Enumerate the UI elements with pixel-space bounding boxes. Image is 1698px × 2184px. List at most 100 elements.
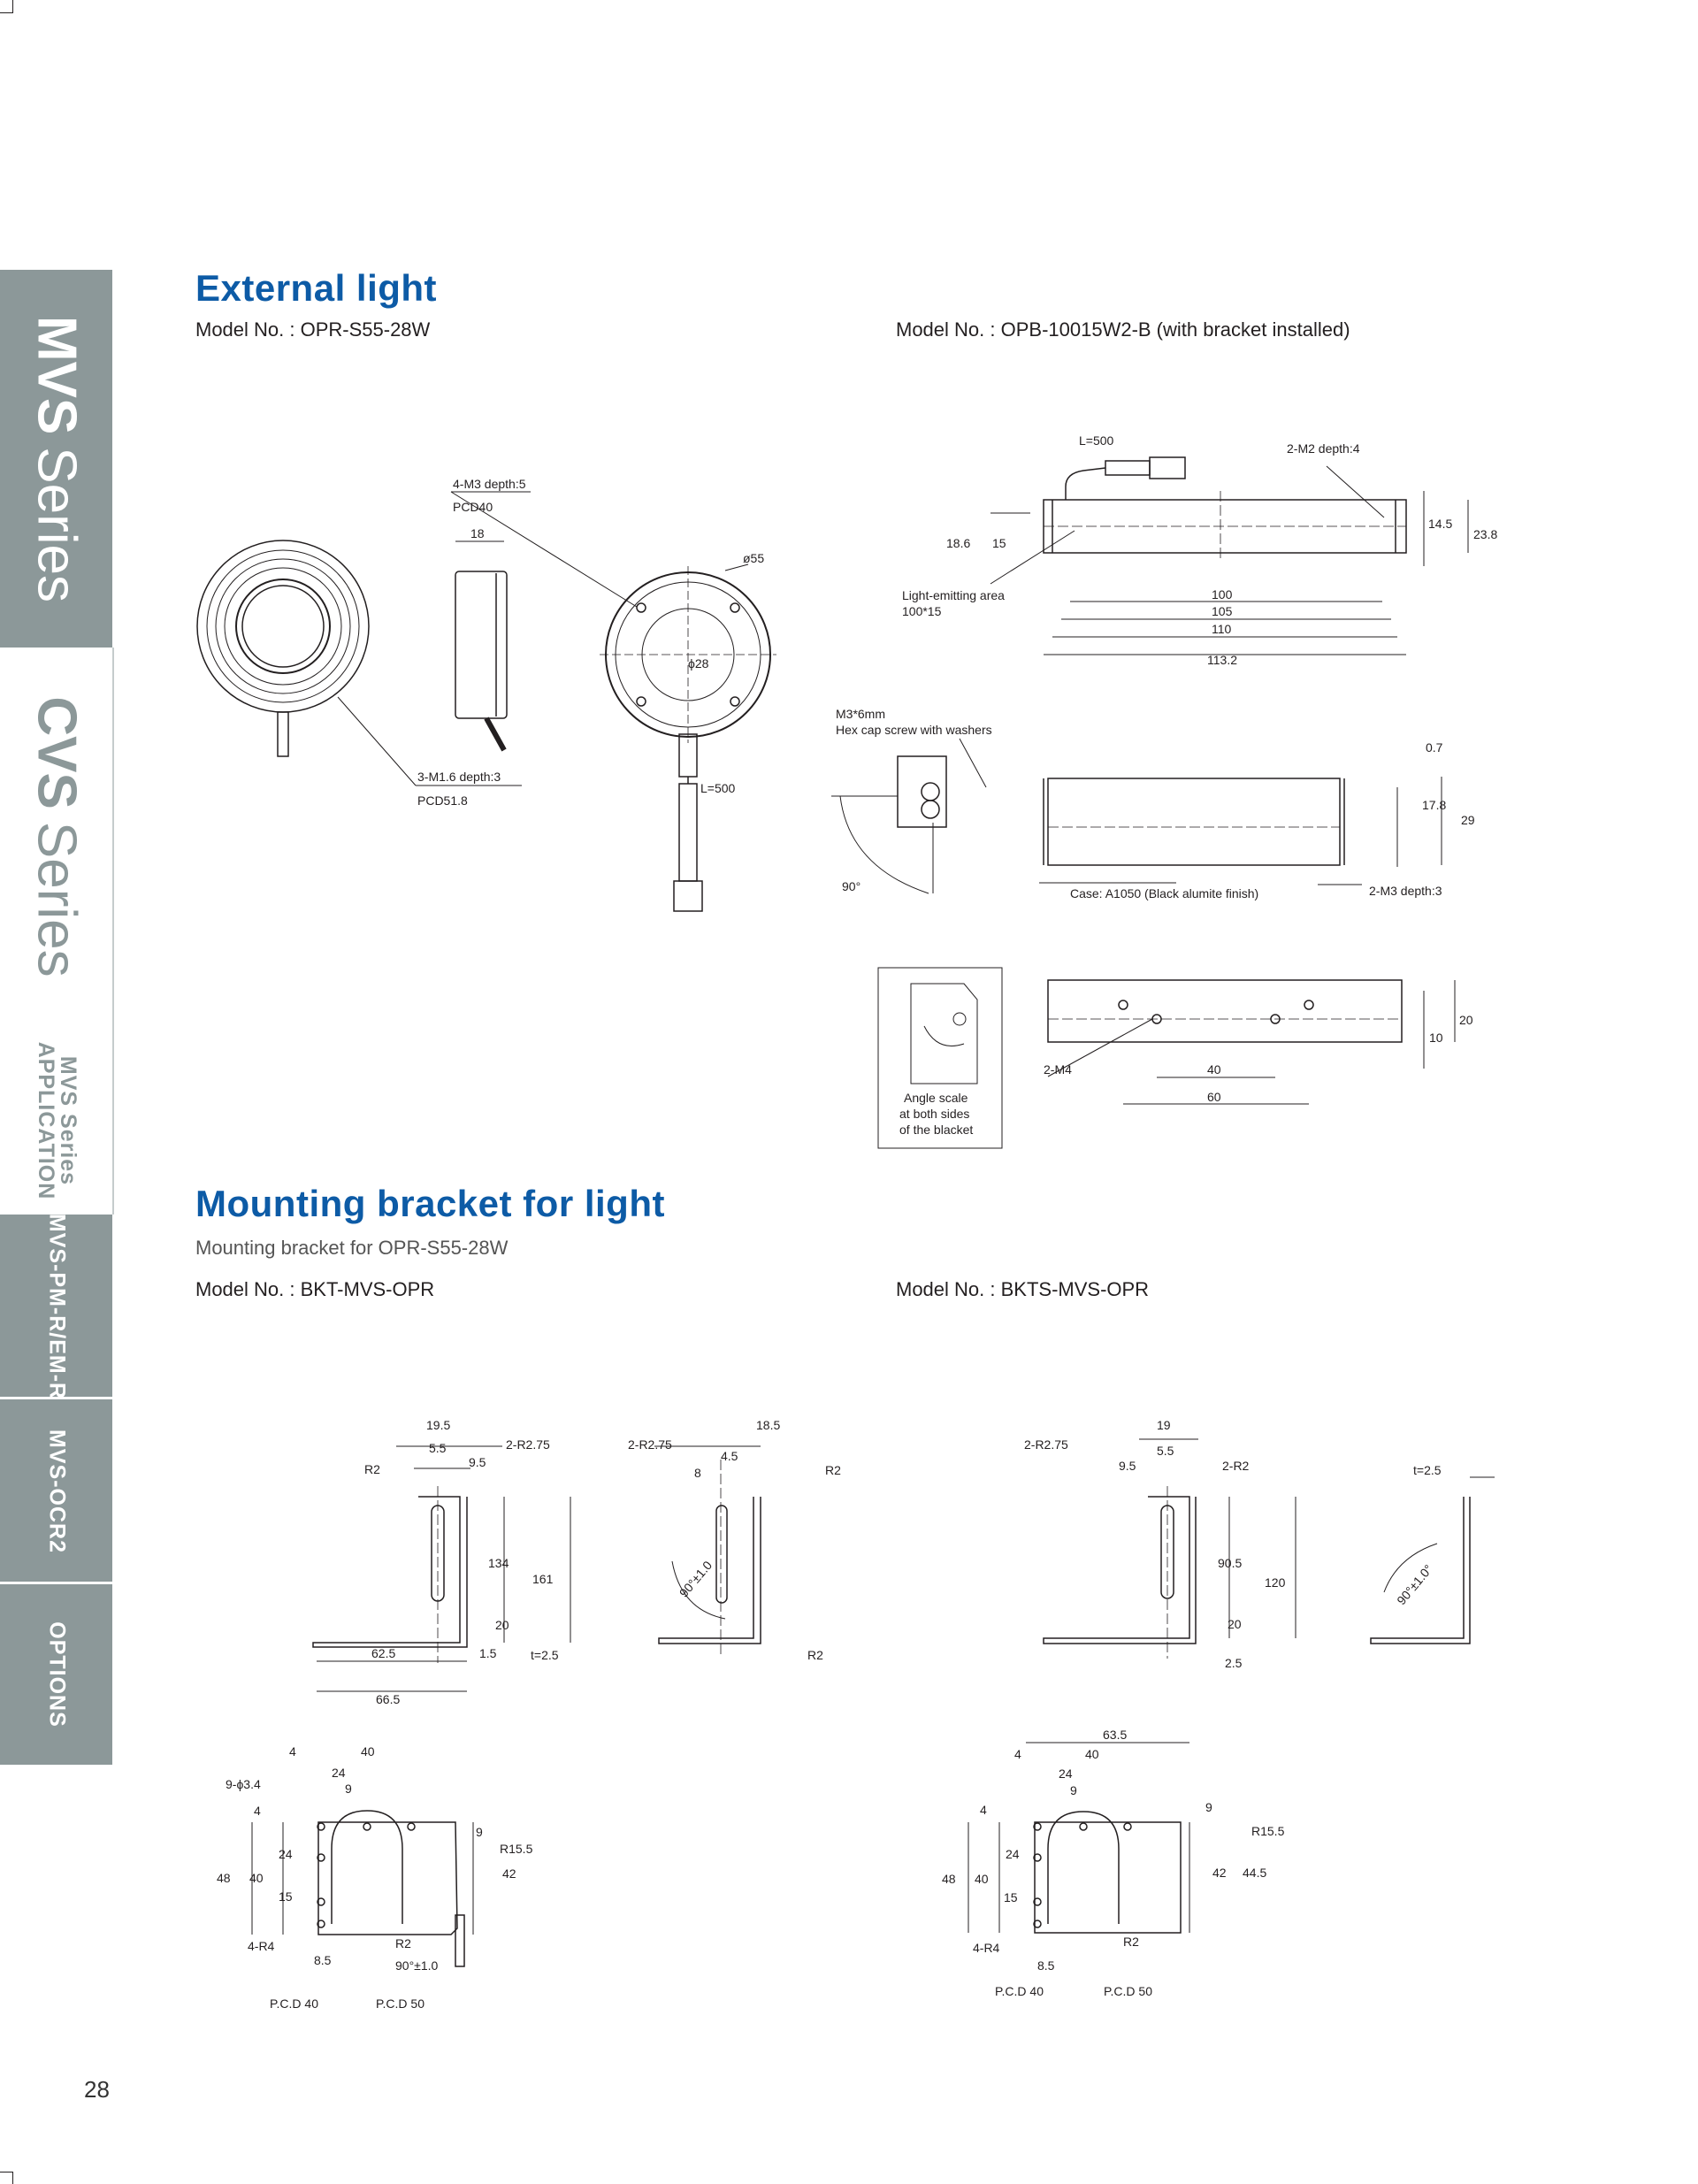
dim-bkt-side-8: 8	[694, 1466, 701, 1480]
bar-screw-label-1: M3*6mm	[836, 707, 885, 721]
ring-back-view	[600, 566, 776, 912]
crop-mark	[0, 2172, 12, 2173]
tab-mvs-ocr2[interactable]: MVS-OCR2	[0, 1399, 112, 1582]
dim-bkts-t: t=2.5	[1413, 1463, 1442, 1477]
bkts-base-outline	[1034, 1821, 1182, 1934]
dim-base-h15: 15	[279, 1889, 293, 1904]
ring-light-drawing: 4-M3 depth:5 PCD40 18 ø55 ϕ28 3-M1.6 dep…	[196, 477, 776, 912]
dim-base-e4: 4	[254, 1804, 261, 1818]
dim-bkt-20: 20	[495, 1618, 509, 1632]
dim-base-pcd40: P.C.D 40	[270, 1996, 318, 2011]
dim-bkts-base-9: 9	[1070, 1783, 1077, 1797]
bar-case-label: Case: A1050 (Black alumite finish)	[1070, 886, 1258, 900]
bkts-side-outline	[1370, 1497, 1471, 1644]
tab-mvs-light: Series	[26, 446, 87, 602]
dim-bkt-161: 161	[532, 1572, 554, 1586]
crop-mark	[12, 0, 13, 13]
dim-bar-15: 15	[992, 536, 1006, 550]
tab-app-line2: APPLICATION	[33, 1041, 58, 1199]
dim-bkts-19: 19	[1157, 1418, 1171, 1432]
bkts-front-drawing: 19 5.5 2-R2.75 9.5 2-R2 90.5 120 20 2.5 …	[1024, 1418, 1495, 1670]
dim-bar-178: 17.8	[1422, 798, 1446, 812]
dim-bkts-r2: 2-R2	[1222, 1459, 1250, 1473]
bracket-end-view	[897, 755, 947, 828]
bkt-side-outline	[658, 1497, 761, 1644]
dim-bar-186: 18.6	[946, 536, 970, 550]
bar-body-bottom	[1047, 979, 1403, 1043]
bar-light-side-drawing: M3*6mm Hex cap screw with washers 90° Ca…	[831, 707, 1475, 900]
section-title-external-light: External light	[195, 267, 438, 309]
ring-leaders	[337, 491, 749, 786]
dim-base-angle: 90°±1.0	[395, 1958, 439, 1973]
tab-mvs-bold: MVS	[26, 315, 87, 434]
dim-ring-d55: ø55	[743, 551, 764, 565]
tab-mvs-pm[interactable]: MVS-PM-R/EM-R	[0, 1215, 112, 1398]
dim-bar-29: 29	[1461, 813, 1475, 827]
dim-ring-d28: ϕ28	[688, 656, 709, 671]
dim-bkts-base-635: 63.5	[1103, 1728, 1127, 1742]
bkt-front-outline	[312, 1496, 468, 1648]
dim-bkts-120: 120	[1265, 1575, 1286, 1590]
dim-base-r4: 4-R4	[248, 1939, 275, 1953]
bkts-base-drawing: 63.5 4 40 24 9 4 9 R15.5 24 48 40 42 44.…	[942, 1728, 1285, 1998]
bkt-base-drawing: 4 40 24 9 9-ϕ3.4 4 9 R15.5 24 48 40 42 1…	[217, 1744, 533, 2011]
tab-ocr-label: MVS-OCR2	[44, 1429, 69, 1553]
dim-bkts-95: 9.5	[1119, 1459, 1136, 1473]
dim-bar-40: 40	[1207, 1062, 1221, 1077]
dim-ring-m16: 3-M1.6 depth:3	[417, 770, 501, 784]
bar-screw-label-2: Hex cap screw with washers	[836, 723, 992, 737]
dim-base-h42: 42	[502, 1866, 516, 1881]
angle-scale-box	[877, 967, 1003, 1149]
dim-bkt-195: 19.5	[426, 1418, 450, 1432]
model-label-bkts: Model No. : BKTS-MVS-OPR	[896, 1278, 1150, 1300]
dim-base-holes: 9-ϕ3.4	[226, 1777, 261, 1791]
bar-cable	[1065, 467, 1106, 500]
bar-body-top	[1043, 499, 1407, 554]
dim-base-h40: 40	[249, 1871, 264, 1885]
dim-bkt-15: 1.5	[479, 1646, 497, 1660]
angle-scale-line-1: Angle scale	[904, 1091, 968, 1105]
bkt-front-drawing: 19.5 5.5 9.5 2-R2.75 R2 134 161 20 62.5 …	[312, 1418, 841, 1706]
dim-bkt-95: 9.5	[469, 1455, 486, 1469]
ring-front-view	[196, 540, 370, 757]
tab-pm-label: MVS-PM-R/EM-R	[44, 1215, 69, 1398]
crop-mark	[12, 2172, 13, 2184]
tab-mvs-series[interactable]: MVS Series	[0, 270, 112, 648]
dim-ring-18: 18	[470, 526, 485, 540]
dim-base-40: 40	[361, 1744, 375, 1759]
bar-light-bottom-drawing: Angle scale at both sides of the blacket…	[877, 967, 1473, 1149]
dim-bar-l500: L=500	[1079, 433, 1114, 448]
model-label-opr: Model No. : OPR-S55-28W	[195, 318, 431, 341]
bar-light-top-drawing: L=500 2-M2 depth:4 18.6 15 14.5 23.8 Lig…	[902, 433, 1497, 667]
tab-cvs-light: Series	[26, 821, 87, 977]
dim-bar-m4: 2-M4	[1044, 1062, 1072, 1077]
dim-base-9: 9	[345, 1782, 352, 1796]
dim-base-r2: R2	[395, 1936, 411, 1950]
model-label-opb: Model No. : OPB-10015W2-B (with bracket …	[896, 318, 1350, 341]
dim-base-85: 8.5	[314, 1953, 332, 1967]
dim-base-r155: R15.5	[500, 1842, 533, 1856]
tab-cvs-series[interactable]: CVSSeries	[0, 648, 114, 1026]
dim-bkt-t: t=2.5	[531, 1648, 559, 1662]
dim-bkts-base-h48: 48	[942, 1872, 956, 1886]
tab-options[interactable]: OPTIONS	[0, 1584, 112, 1765]
dim-bar-110: 110	[1212, 622, 1232, 636]
tab-divider	[0, 1397, 112, 1399]
dim-bkts-base-r4: 4-R4	[973, 1941, 1000, 1955]
dim-bkt-side-45: 4.5	[721, 1449, 738, 1463]
dim-bkt-55: 5.5	[429, 1441, 447, 1455]
dim-bkts-base-h40: 40	[975, 1872, 989, 1886]
dim-bar-100: 100	[1212, 587, 1233, 602]
dim-ring-pcd40: PCD40	[453, 500, 493, 514]
tab-app-line1: MVS Series	[55, 1055, 80, 1185]
dim-bkts-25: 2.5	[1225, 1656, 1243, 1670]
dim-bkt-134: 134	[488, 1556, 509, 1570]
dim-bkt-side-r275: 2-R2.75	[628, 1437, 672, 1452]
dim-bar-20: 20	[1459, 1013, 1473, 1027]
page-number: 28	[84, 2076, 110, 2103]
dim-bkt-side-r2b: R2	[807, 1648, 823, 1662]
dim-base-e9: 9	[476, 1825, 483, 1839]
bkt-base-outline	[317, 1821, 458, 1935]
